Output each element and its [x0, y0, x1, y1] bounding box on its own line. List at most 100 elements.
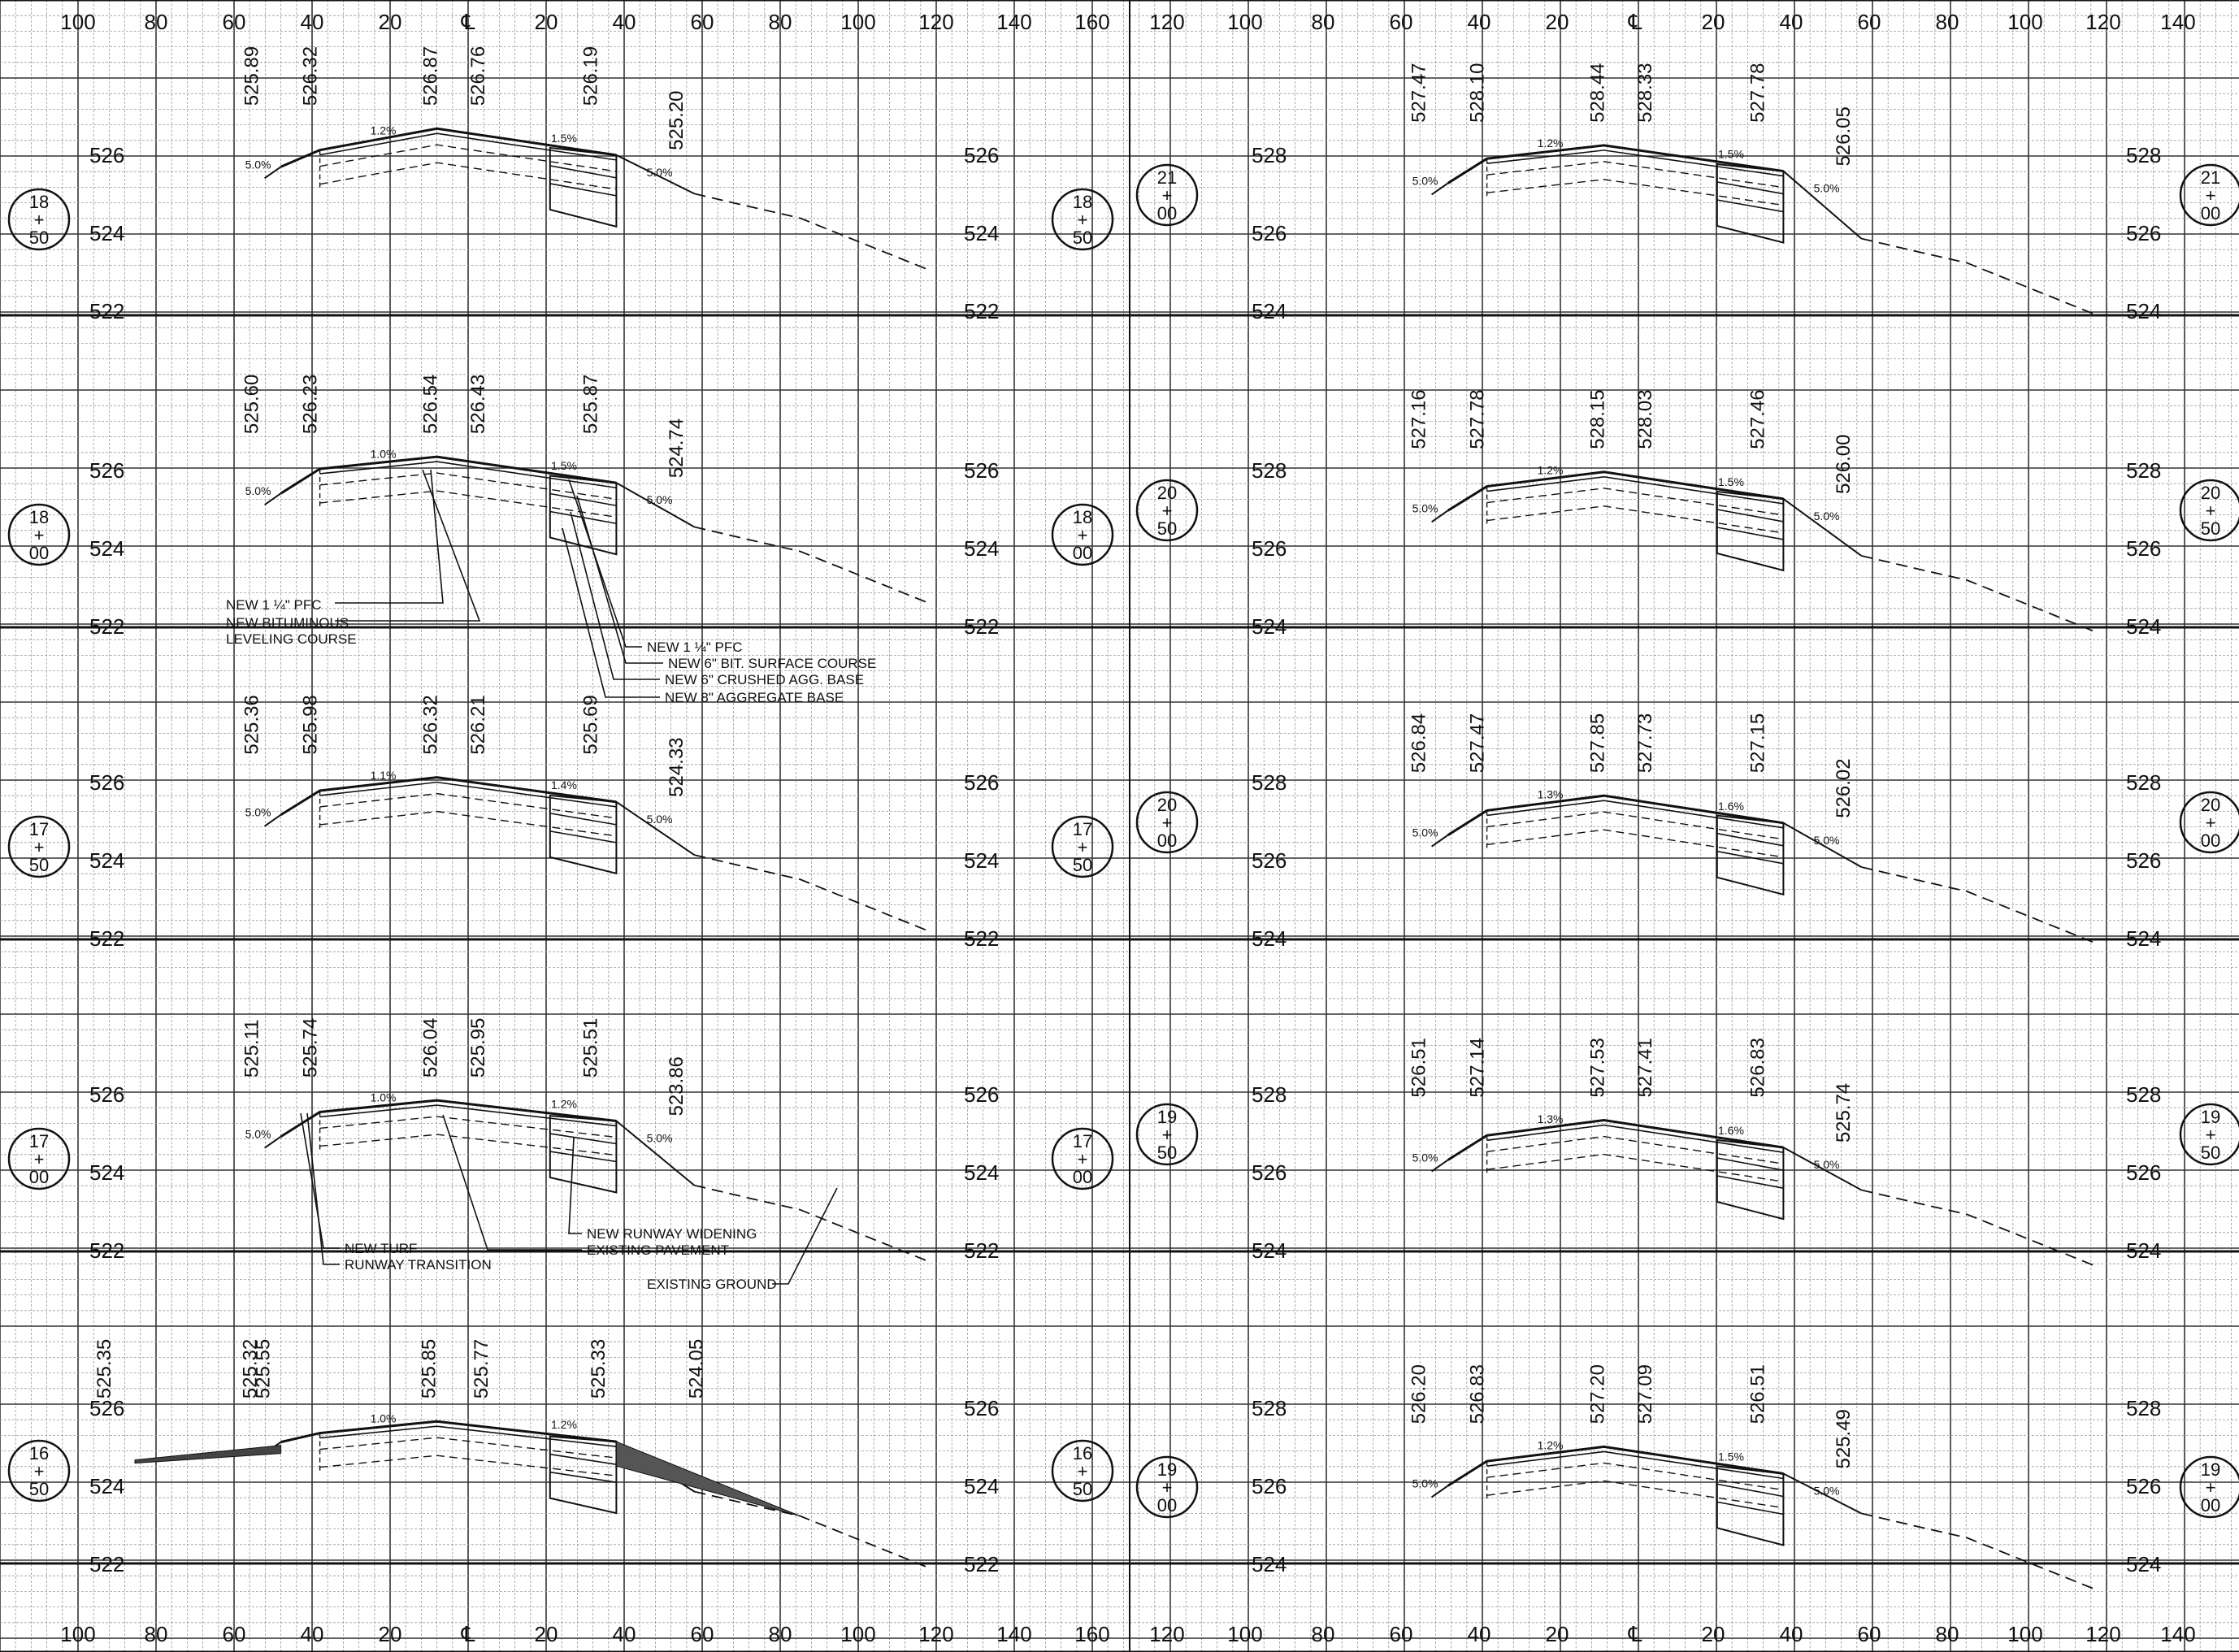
axis-label: 40	[301, 1622, 324, 1646]
axis-label: 80	[1312, 1622, 1335, 1646]
finished-surface-line	[280, 1420, 617, 1444]
slope-label: 1.1%	[371, 769, 397, 782]
axis-label: 20	[1702, 1622, 1725, 1646]
slope-label: 5.0%	[1412, 826, 1438, 839]
slope-label: 1.2%	[551, 1098, 577, 1111]
svg-text:00: 00	[2201, 830, 2220, 851]
slope-label: 5.0%	[647, 493, 673, 506]
runway-widening-box	[1716, 1465, 1785, 1546]
elevation-label: 524	[964, 848, 999, 873]
elevation-row-3: 526 524 522 526 524 522 528 526 524 528 …	[89, 770, 2161, 951]
elevation-label: 526	[964, 458, 999, 483]
elevation-callout: 525.74	[300, 1018, 322, 1077]
slope-label: 5.0%	[1412, 174, 1438, 187]
station-marker: 17+00	[1051, 1127, 1114, 1190]
axis-label: 80	[1936, 1622, 1959, 1646]
slope-label: 5.0%	[1814, 834, 1840, 847]
pfc-bottom-line	[1486, 475, 1784, 505]
elevation-callout: 525.51	[579, 1018, 601, 1077]
slope-label: 5.0%	[1412, 501, 1438, 514]
callout-label: NEW RUNWAY WIDENING	[587, 1226, 757, 1242]
axis-label: 60	[1858, 10, 1881, 34]
slope-label: 5.0%	[1412, 1476, 1438, 1489]
callout-label: LEVELING COURSE	[226, 631, 357, 647]
axis-label: 60	[691, 10, 714, 34]
axis-label: 80	[145, 10, 168, 34]
axis-label: 20	[379, 10, 402, 34]
elevation-label: 524	[2126, 299, 2161, 323]
slope-label: 1.6%	[1718, 1124, 1744, 1137]
elevation-label: 528	[1252, 143, 1287, 167]
elevation-label: 526	[964, 1396, 999, 1420]
elevation-callout: 526.21	[467, 695, 489, 754]
elevation-callout: 527.53	[1587, 1038, 1609, 1097]
elevation-callout: 526.00	[1833, 435, 1855, 494]
existing-pavement-line	[1486, 161, 1784, 189]
elevation-label: 524	[964, 536, 999, 561]
elevation-callout: 526.54	[420, 375, 442, 434]
side-slope-line	[1782, 1472, 1862, 1515]
base-course-line	[1486, 1480, 1784, 1509]
finished-surface-line	[1447, 1119, 1784, 1161]
station-marker: 20+00	[2179, 791, 2239, 854]
elevation-callout: 528.10	[1467, 63, 1489, 122]
elevation-label: 524	[89, 221, 124, 245]
left-slope-line	[264, 492, 282, 506]
station-marker: 19+00	[1135, 1455, 1199, 1519]
elevation-callout: 526.05	[1833, 106, 1855, 166]
existing-ground-line	[1861, 1512, 2099, 1592]
svg-text:50: 50	[1157, 1143, 1177, 1163]
svg-text:17: 17	[29, 1131, 49, 1151]
widening-layer-line	[549, 1151, 617, 1163]
elevation-callout: 525.98	[300, 695, 322, 754]
existing-ground-line	[1861, 237, 2099, 317]
leader-line	[300, 1112, 340, 1249]
offset-axis-bottom: 100 80 60 40 20 ℄ 20 40 60 80 100 120 14…	[60, 1622, 2195, 1646]
station-marker: 17+50	[1051, 815, 1114, 878]
elevation-callout: 526.84	[1408, 713, 1430, 773]
elevation-label: 524	[89, 1160, 124, 1185]
axis-label: 40	[613, 10, 636, 34]
finished-surface-line	[1447, 144, 1784, 184]
elevation-callout: 525.36	[241, 695, 263, 754]
widening-layer-line	[1716, 199, 1784, 213]
svg-text:+: +	[34, 210, 45, 230]
callout-label: NEW 1 ¼" PFC	[226, 597, 322, 613]
svg-text:20: 20	[2201, 483, 2220, 503]
elevation-label: 524	[2126, 1552, 2161, 1576]
elevation-callout: 523.86	[666, 1056, 688, 1116]
elevation-row-5: 526 524 522 526 524 522 528 526 524 528 …	[89, 1396, 2161, 1576]
slope-label: 1.2%	[551, 1418, 577, 1431]
elevation-label: 528	[1252, 1396, 1287, 1420]
elevation-callout: 526.20	[1408, 1364, 1430, 1424]
elevation-label: 522	[89, 1238, 124, 1263]
svg-text:+: +	[1078, 525, 1088, 545]
station-markers: 18+50 18+50 18+00 18+00 17+50 17+50 17+0…	[7, 163, 2239, 1519]
axis-label: 40	[301, 10, 324, 34]
elevation-label: 522	[964, 1238, 999, 1263]
svg-text:50: 50	[1157, 518, 1177, 539]
runway-widening-box	[549, 146, 618, 228]
svg-text:00: 00	[1073, 1167, 1092, 1187]
elevation-label: 526	[89, 1082, 124, 1107]
side-slope-line	[1782, 1147, 1862, 1191]
left-slope-line	[264, 1135, 282, 1149]
left-slope-line	[1431, 834, 1449, 848]
svg-text:00: 00	[1157, 830, 1177, 851]
elevation-label: 524	[964, 221, 999, 245]
svg-text:50: 50	[1073, 855, 1092, 875]
axis-label: 80	[145, 1622, 168, 1646]
elevation-callout: 525.20	[666, 90, 688, 150]
runway-widening-box	[549, 475, 618, 556]
elevation-callout: 527.46	[1747, 389, 1768, 449]
side-slope-line	[1782, 170, 1863, 240]
elevation-callout: 528.03	[1634, 389, 1656, 449]
left-slope-line	[1431, 1159, 1449, 1173]
elevation-callout: 526.32	[300, 46, 322, 106]
axis-label: 120	[1149, 1622, 1184, 1646]
base-course-line	[1486, 829, 1784, 858]
